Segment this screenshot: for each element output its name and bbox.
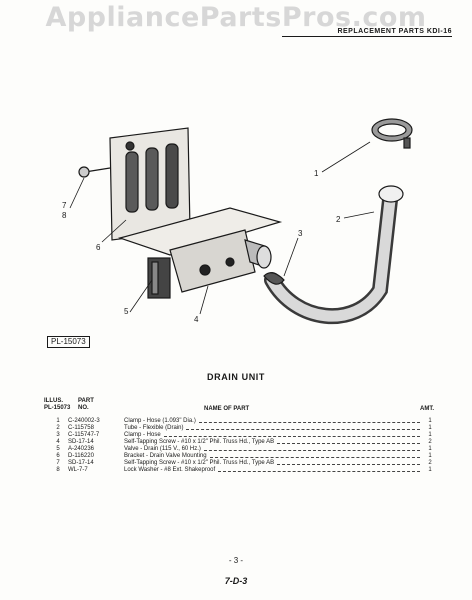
page-code: 7-D-3 [224, 576, 248, 586]
col-head-amt: AMT. [420, 406, 434, 412]
illus-cell: 7 [56, 460, 60, 466]
callout-7: 7 [62, 201, 67, 210]
illus-cell: 8 [56, 467, 60, 473]
leader-dots [218, 471, 420, 472]
illus-cell: 4 [56, 439, 60, 445]
leader-dots [277, 464, 420, 465]
illus-cell: 1 [56, 418, 60, 424]
part-name-cell: Clamp - Hose (1.093" Dia.) [124, 418, 196, 424]
table-row: 4 SD-17-14 Self-Tapping Screw - #10 x 1/2"… [44, 439, 434, 446]
col-head-illus: ILLUS. [44, 398, 63, 404]
amount-cell: 2 [428, 460, 432, 466]
callout-2: 2 [336, 215, 341, 224]
illus-cell: 2 [56, 425, 60, 431]
table-row: 8 WL-7-7 Lock Washer - #8 Ext. Shakeproof 1 [44, 467, 434, 474]
part-name-cell: Bracket - Drain Valve Mounting [124, 453, 207, 459]
leader-dots [277, 443, 420, 444]
table-row: 7 SD-17-14 Self-Tapping Screw - #10 x 1/2"… [44, 460, 434, 467]
col-head-name: NAME OF PART [204, 406, 250, 412]
amount-cell: 1 [428, 446, 432, 452]
part-number-cell: C-115758 [68, 425, 94, 431]
part-number-cell: D-116220 [68, 453, 94, 459]
callout-4: 4 [194, 315, 199, 324]
part-number-cell: SD-17-14 [68, 460, 94, 466]
amount-cell: 1 [428, 453, 432, 459]
amount-cell: 1 [428, 467, 432, 473]
leader-dots [186, 429, 420, 430]
exploded-view-drawing: 1 2 3 4 5 6 7 8 [62, 118, 413, 325]
leader-dots [203, 450, 420, 451]
illus-cell: 5 [56, 446, 60, 452]
watermark: AppliancePartsPros.com [45, 2, 427, 33]
amount-cell: 1 [428, 432, 432, 438]
page-number: - 3 - [228, 556, 244, 565]
part-name-cell: Clamp - Hose [124, 432, 161, 438]
part-number-cell: A-240236 [68, 446, 95, 452]
page-header: REPLACEMENT PARTS KDI-16 [282, 28, 452, 37]
amount-cell: 2 [428, 439, 432, 445]
callout-3: 3 [298, 229, 303, 238]
table-row: 5 A-240236 Valve - Drain (115 V., 60 Hz.) 1 [44, 446, 434, 453]
part-number-cell: C-240002-3 [68, 418, 100, 424]
leader-dots [163, 436, 420, 437]
table-row: 6 D-116220 Bracket - Drain Valve Mounting 1 [44, 453, 434, 460]
col-head-part: PART [78, 398, 94, 404]
amount-cell: 1 [428, 425, 432, 431]
callout-1: 1 [314, 169, 319, 178]
table-row: 2 C-115758 Tube - Flexible (Drain) 1 [44, 425, 434, 432]
part-name-cell: Valve - Drain (115 V., 60 Hz.) [124, 446, 201, 452]
part-name-cell: Self-Tapping Screw - #10 x 1/2" Phil. Tr… [124, 439, 275, 445]
part-name-cell: Lock Washer - #8 Ext. Shakeproof [124, 467, 216, 473]
drain-valve [169, 229, 256, 293]
table-row: 3 C-115747-7 Clamp - Hose 1 [44, 432, 434, 439]
illus-cell: 6 [56, 453, 60, 459]
callout-8: 8 [62, 211, 67, 220]
part-number-cell: WL-7-7 [68, 467, 88, 473]
table-row: 1 C-240002-3 Clamp - Hose (1.093" Dia.) 1 [44, 418, 434, 425]
illus-cell: 3 [56, 432, 60, 438]
figure-title: DRAIN UNIT [207, 372, 265, 382]
amount-cell: 1 [428, 418, 432, 424]
callout-5: 5 [124, 307, 129, 316]
part-number-cell: SD-17-14 [68, 439, 94, 445]
leader-dots [209, 457, 420, 458]
leader-dots [198, 422, 420, 423]
col-head-plate: PL-15073 [44, 405, 71, 411]
part-name-cell: Self-Tapping Screw - #10 x 1/2" Phil. Tr… [124, 460, 275, 466]
part-name-cell: Tube - Flexible (Drain) [124, 425, 184, 431]
plate-id: PL-15073 [47, 336, 90, 348]
col-head-no: NO. [78, 405, 89, 411]
callout-6: 6 [96, 243, 101, 252]
part-number-cell: C-115747-7 [68, 432, 100, 438]
